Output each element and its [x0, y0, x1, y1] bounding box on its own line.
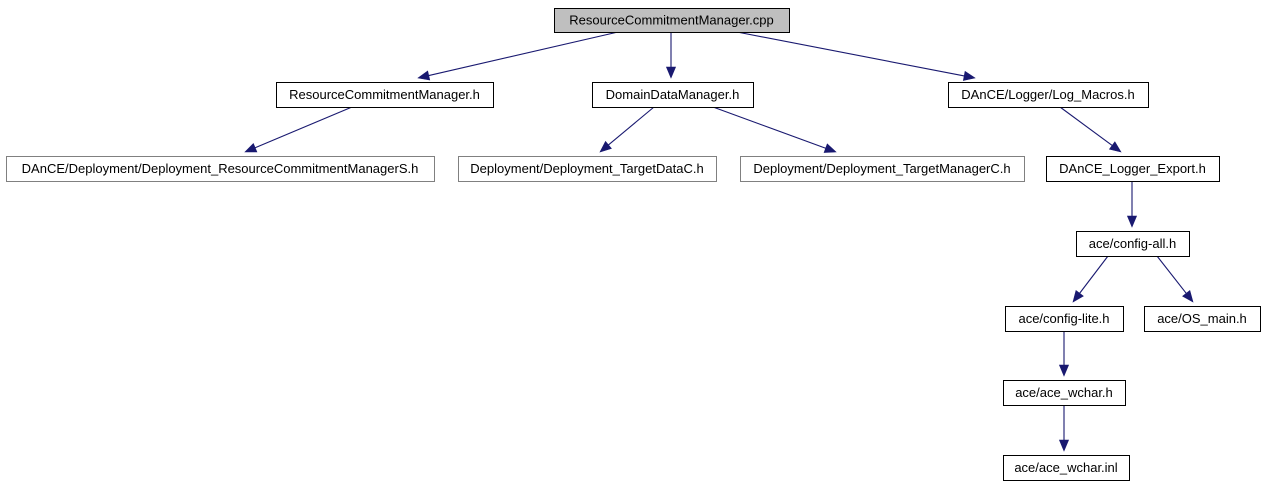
graph-node-ace_wchar_h[interactable]: ace/ace_wchar.h [1003, 380, 1126, 406]
edge-log_macros_h-to-logger_export_h [1059, 106, 1122, 153]
node-box[interactable] [948, 82, 1149, 108]
edge-config_all_h-to-os_main_h [1156, 255, 1194, 303]
node-label: DAnCE_Logger_Export.h [1059, 161, 1206, 176]
node-box[interactable] [6, 156, 435, 182]
node-box[interactable] [458, 156, 717, 182]
node-label: DAnCE/Logger/Log_Macros.h [961, 87, 1134, 102]
graph-node-os_main_h[interactable]: ace/OS_main.h [1144, 306, 1261, 332]
edge-config_lite_h-to-ace_wchar_h [1058, 331, 1070, 377]
edge-ddm_h-to-target_data_c_h [599, 106, 655, 153]
node-label: ResourceCommitmentManager.cpp [569, 12, 773, 27]
graph-node-config_all_h[interactable]: ace/config-all.h [1076, 231, 1190, 257]
edge-line [736, 31, 965, 77]
graph-node-config_lite_h[interactable]: ace/config-lite.h [1005, 306, 1124, 332]
node-label: Deployment/Deployment_TargetManagerC.h [753, 161, 1010, 176]
node-box[interactable] [592, 82, 754, 108]
graph-node-rcm_h[interactable]: ResourceCommitmentManager.h [276, 82, 494, 108]
graph-node-ace_wchar_inl[interactable]: ace/ace_wchar.inl [1003, 455, 1130, 481]
edge-line [254, 106, 353, 149]
arrowhead-icon [1126, 215, 1138, 228]
arrowhead-icon [417, 70, 431, 81]
node-label: DAnCE/Deployment/Deployment_ResourceComm… [22, 161, 419, 176]
node-label: ace/ace_wchar.h [1015, 385, 1113, 400]
node-label: Deployment/Deployment_TargetDataC.h [470, 161, 703, 176]
node-label: ace/config-all.h [1089, 236, 1176, 251]
arrowhead-icon [665, 66, 677, 79]
graph-node-target_data_c_h[interactable]: Deployment/Deployment_TargetDataC.h [458, 156, 717, 182]
node-box[interactable] [276, 82, 494, 108]
node-box[interactable] [740, 156, 1025, 182]
arrowhead-icon [244, 142, 258, 153]
edge-ace_wchar_h-to-ace_wchar_inl [1058, 405, 1070, 452]
graph-node-root[interactable]: ResourceCommitmentManager.cpp [554, 8, 790, 33]
arrowhead-icon [823, 143, 837, 153]
node-box[interactable] [1003, 380, 1126, 406]
node-box[interactable] [554, 8, 790, 33]
node-label: ResourceCommitmentManager.h [289, 87, 480, 102]
edge-logger_export_h-to-config_all_h [1126, 181, 1138, 228]
graph-node-target_manager_c_h[interactable]: Deployment/Deployment_TargetManagerC.h [740, 156, 1025, 182]
arrowhead-icon [1182, 289, 1194, 303]
node-label: DomainDataManager.h [606, 87, 740, 102]
graph-node-logger_export_h[interactable]: DAnCE_Logger_Export.h [1046, 156, 1220, 182]
node-box[interactable] [1144, 306, 1261, 332]
edges-layer [244, 31, 1194, 452]
graph-node-ddm_h[interactable]: DomainDataManager.h [592, 82, 754, 108]
arrowhead-icon [1058, 439, 1070, 452]
graph-node-log_macros_h[interactable]: DAnCE/Logger/Log_Macros.h [948, 82, 1149, 108]
graph-node-dep_rcms_h[interactable]: DAnCE/Deployment/Deployment_ResourceComm… [6, 156, 435, 182]
edge-rcm_h-to-dep_rcms_h [244, 106, 353, 153]
edge-line [608, 106, 655, 146]
node-label: ace/config-lite.h [1018, 311, 1109, 326]
node-label: ace/OS_main.h [1157, 311, 1247, 326]
edge-line [712, 106, 826, 149]
node-box[interactable] [1003, 455, 1130, 481]
arrowhead-icon [599, 140, 612, 153]
nodes-layer: ResourceCommitmentManager.cppResourceCom… [6, 8, 1261, 481]
edge-line [1156, 255, 1187, 294]
arrowhead-icon [1058, 364, 1070, 377]
node-box[interactable] [1005, 306, 1124, 332]
edge-config_all_h-to-config_lite_h [1072, 255, 1109, 303]
node-label: ace/ace_wchar.inl [1014, 460, 1117, 475]
edge-line [1079, 255, 1109, 294]
edge-line [428, 31, 619, 77]
edge-root-to-log_macros_h [736, 31, 976, 81]
edge-ddm_h-to-target_manager_c_h [712, 106, 837, 153]
edge-root-to-ddm_h [665, 32, 677, 79]
arrowhead-icon [962, 70, 976, 81]
node-box[interactable] [1046, 156, 1220, 182]
edge-root-to-rcm_h [417, 31, 619, 81]
node-box[interactable] [1076, 231, 1190, 257]
arrowhead-icon [1108, 141, 1122, 153]
edge-line [1059, 106, 1113, 146]
arrowhead-icon [1072, 289, 1084, 303]
